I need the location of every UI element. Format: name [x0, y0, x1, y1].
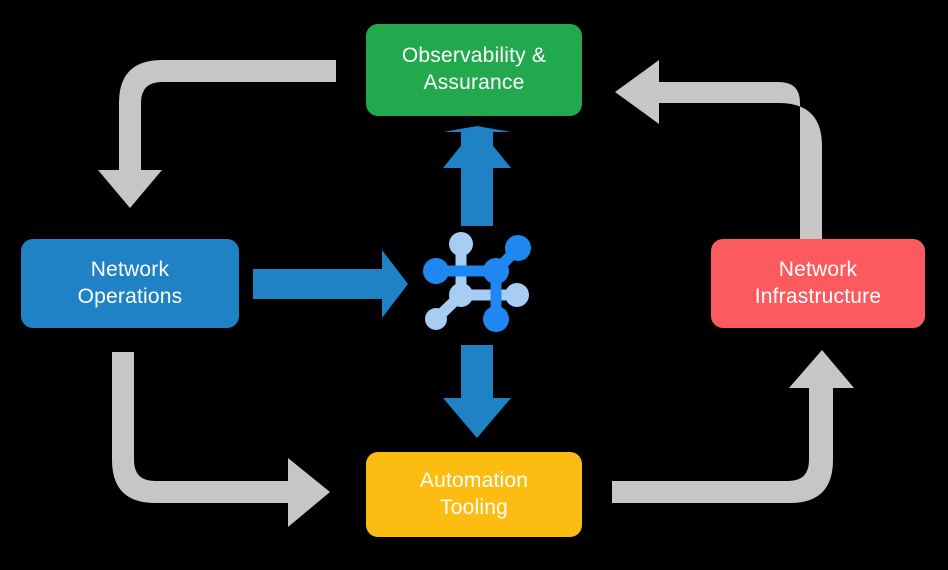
- arrow-center-to-observability-head: [443, 126, 511, 168]
- arrow-center-to-automation-shaft: [461, 345, 493, 405]
- node-outer-bottomleft-light: [425, 308, 447, 330]
- node-right-light: [505, 283, 529, 307]
- arrow-center-to-observability-shaft: [461, 160, 493, 226]
- arrow-operations-to-center: [253, 250, 408, 318]
- node-bottom-primary: [483, 306, 509, 332]
- arrow-automation-to-infrastructure: [612, 350, 854, 503]
- arrow-observability-to-operations: [98, 60, 336, 208]
- network-topology-icon: [423, 232, 531, 332]
- arrow-center-to-automation-head: [443, 398, 511, 438]
- arrow-operations-to-automation: [112, 352, 330, 527]
- node-bottomleft-light: [449, 283, 473, 307]
- node-box-network-operations[interactable]: Network Operations: [21, 239, 239, 328]
- node-hub-primary: [483, 258, 509, 284]
- node-box-observability[interactable]: Observability & Assurance: [366, 24, 582, 116]
- node-box-network-infrastructure[interactable]: Network Infrastructure: [711, 239, 925, 328]
- node-top-light: [449, 232, 473, 256]
- node-box-automation-tooling[interactable]: Automation Tooling: [366, 452, 582, 537]
- arrow-infrastructure-to-observability: [615, 60, 822, 240]
- node-topright-primary: [505, 235, 531, 261]
- node-left-primary: [423, 258, 449, 284]
